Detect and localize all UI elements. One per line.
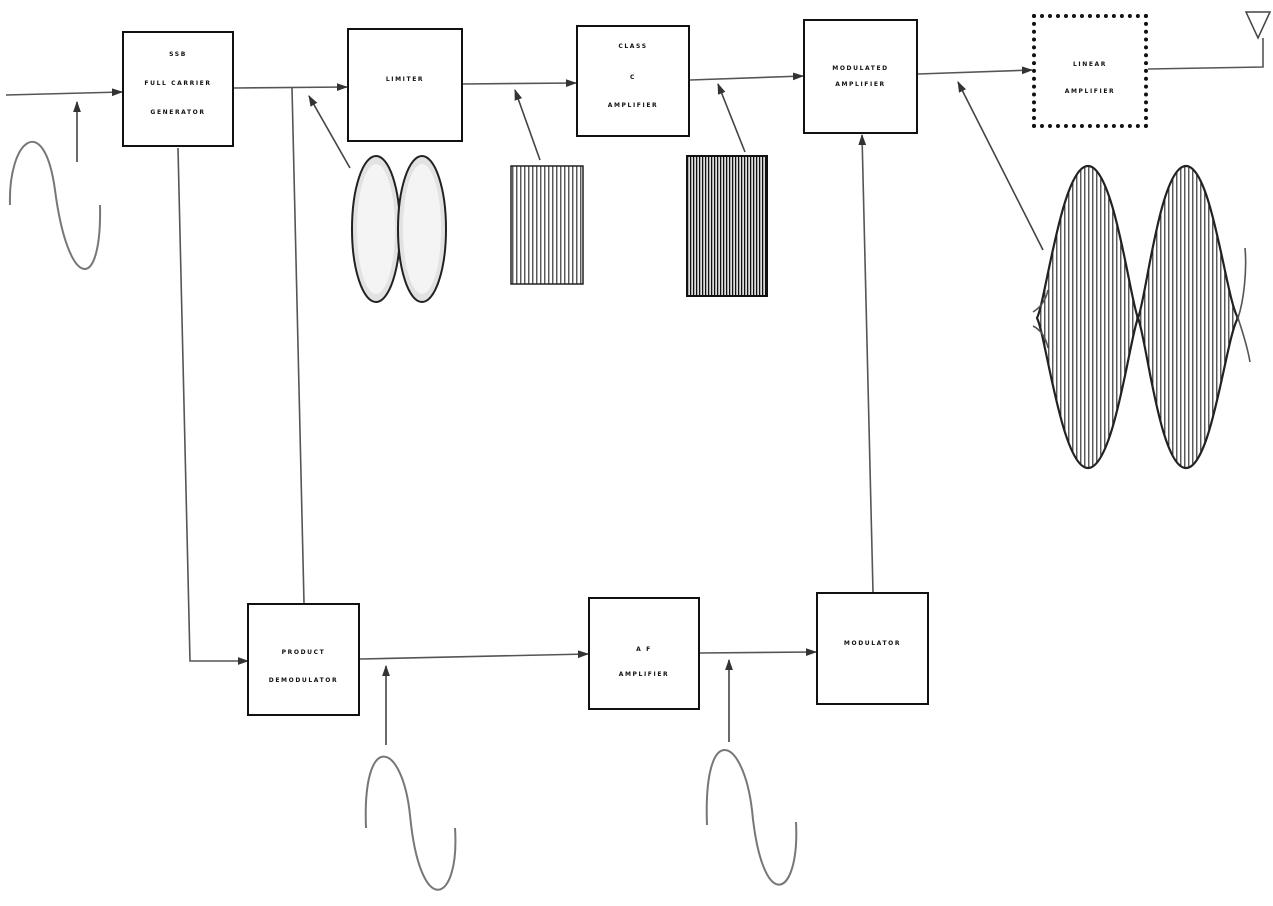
wire-generator-demod	[177, 147, 250, 665]
block-label-line: FULL CARRIER	[144, 80, 212, 87]
demod-sine-waveform	[364, 755, 457, 891]
product-demodulator-block: PRODUCT DEMODULATOR	[247, 603, 360, 716]
block-label-line: GENERATOR	[150, 109, 206, 116]
wire-modulator-modulated	[858, 133, 874, 593]
block-label-line: AMPLIFIER	[618, 671, 670, 678]
modulator-block: MODULATOR	[816, 592, 929, 705]
wire-modulated-linear	[917, 66, 1034, 75]
af-amplifier-block: A F AMPLIFIER	[588, 597, 700, 710]
modulated-amplifier-block: MODULATED AMPLIFIER	[803, 19, 918, 134]
block-label-line: PRODUCT	[281, 649, 326, 656]
classc-output-waveform	[686, 155, 768, 297]
block-label-line: C	[629, 74, 636, 81]
block-label-line: A F	[636, 646, 652, 653]
limiter-output-waveform	[510, 165, 584, 285]
linear-amplifier-block: LINEAR AMPLIFIER	[1032, 14, 1148, 128]
block-label-line: LINEAR	[1072, 61, 1108, 68]
wire-limiter-classc	[462, 79, 578, 88]
block-label-line: AMPLIFIER	[835, 81, 886, 88]
class-c-amplifier-block: CLASS C AMPLIFIER	[576, 25, 690, 137]
pointer-modulated-output	[957, 81, 1044, 251]
wire-linear-antenna	[1147, 38, 1264, 70]
wire-branch-demod	[291, 87, 305, 604]
block-label-line: CLASS	[618, 43, 648, 50]
limiter-block: LIMITER	[347, 28, 463, 142]
antenna-icon	[1244, 11, 1272, 40]
wire-af-modulator	[699, 648, 818, 657]
limiter-input-waveform	[351, 155, 447, 303]
block-label-line: MODULATOR	[843, 640, 902, 647]
wire-generator-limiter	[233, 83, 349, 92]
block-label-line: LIMITER	[385, 76, 425, 83]
input-sine-waveform	[8, 140, 102, 270]
pointer-classc-output	[717, 82, 746, 153]
block-label-line: DEMODULATOR	[268, 677, 339, 684]
pointer-limiter-input	[308, 95, 351, 169]
block-label-line: SSB	[169, 51, 187, 58]
block-label-line: AMPLIFIER	[1064, 88, 1116, 95]
modulated-envelope-waveform	[1032, 164, 1251, 470]
pointer-limiter-output	[514, 88, 541, 161]
wire-classc-modulated	[689, 72, 805, 81]
block-label-line: AMPLIFIER	[607, 102, 659, 109]
wire-demod-af	[359, 650, 590, 660]
ssb-full-carrier-generator-block: SSB FULL CARRIER GENERATOR	[122, 31, 234, 147]
block-label-line: MODULATED	[832, 65, 889, 72]
input-line	[5, 88, 124, 97]
af-sine-waveform	[705, 749, 798, 886]
